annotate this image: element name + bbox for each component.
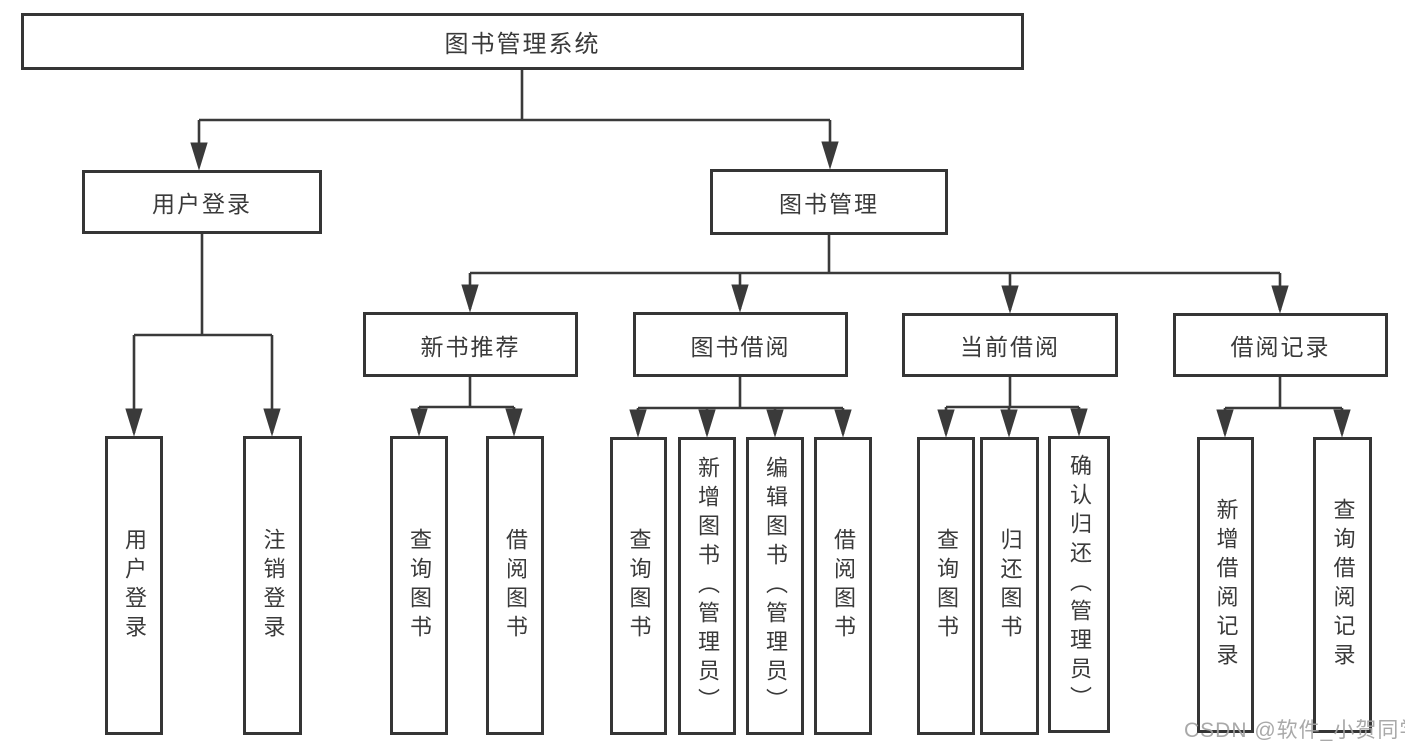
leaf-query-books-current-label: 查询图书 xyxy=(934,528,959,644)
leaf-user-login-label: 用户登录 xyxy=(122,527,147,644)
leaf-borrow-books-borrowing: 借阅图书 xyxy=(814,437,872,735)
leaf-borrow-books-recommend: 借阅图书 xyxy=(486,436,544,735)
connector-paths xyxy=(132,70,1344,434)
leaf-confirm-return-admin: 确认归还（管理员） xyxy=(1048,436,1110,733)
leaf-query-borrow-record: 查询借阅记录 xyxy=(1313,437,1372,733)
leaf-borrow-books-recommend-label: 借阅图书 xyxy=(503,527,528,644)
node-borrowing-records: 借阅记录 xyxy=(1173,313,1388,377)
leaf-logout-label: 注销登录 xyxy=(260,527,286,644)
leaf-add-book-admin-label: 新增图书（管理员） xyxy=(695,455,720,717)
leaf-logout: 注销登录 xyxy=(243,436,302,735)
leaf-return-book-label: 归还图书 xyxy=(997,528,1023,644)
node-new-book-recommendation-label: 新书推荐 xyxy=(420,333,521,360)
leaf-confirm-return-admin-label: 确认归还（管理员） xyxy=(1067,454,1092,715)
leaf-edit-book-admin: 编辑图书（管理员） xyxy=(746,437,804,735)
leaf-user-login: 用户登录 xyxy=(105,436,163,735)
leaf-query-books-current: 查询图书 xyxy=(917,437,975,735)
leaf-add-borrow-record-label: 新增借阅记录 xyxy=(1213,498,1239,672)
leaf-query-borrow-record-label: 查询借阅记录 xyxy=(1330,498,1356,672)
leaf-query-books-borrowing-label: 查询图书 xyxy=(626,528,652,644)
leaf-add-borrow-record: 新增借阅记录 xyxy=(1197,437,1254,733)
node-book-borrowing: 图书借阅 xyxy=(633,312,848,377)
node-new-book-recommendation: 新书推荐 xyxy=(363,312,578,377)
leaf-borrow-books-borrowing-label: 借阅图书 xyxy=(831,528,856,644)
node-current-borrowing: 当前借阅 xyxy=(902,313,1118,377)
leaf-query-books-recommend: 查询图书 xyxy=(390,436,448,735)
node-user-login-label: 用户登录 xyxy=(152,191,252,217)
csdn-watermark: CSDN @软件_小贺同学 xyxy=(1184,719,1405,742)
leaf-query-books-borrowing: 查询图书 xyxy=(610,437,667,735)
node-book-management: 图书管理 xyxy=(710,169,948,235)
node-library-system-label: 图书管理系统 xyxy=(444,31,601,58)
node-current-borrowing-label: 当前借阅 xyxy=(960,334,1060,360)
leaf-query-books-recommend-label: 查询图书 xyxy=(407,527,432,644)
node-book-management-label: 图书管理 xyxy=(779,191,879,217)
leaf-edit-book-admin-label: 编辑图书（管理员） xyxy=(763,455,788,717)
node-user-login: 用户登录 xyxy=(82,170,322,234)
node-book-borrowing-label: 图书借阅 xyxy=(690,333,791,360)
node-borrowing-records-label: 借阅记录 xyxy=(1230,334,1331,360)
leaf-add-book-admin: 新增图书（管理员） xyxy=(678,437,736,735)
node-library-system: 图书管理系统 xyxy=(21,13,1024,70)
leaf-return-book: 归还图书 xyxy=(980,437,1039,735)
